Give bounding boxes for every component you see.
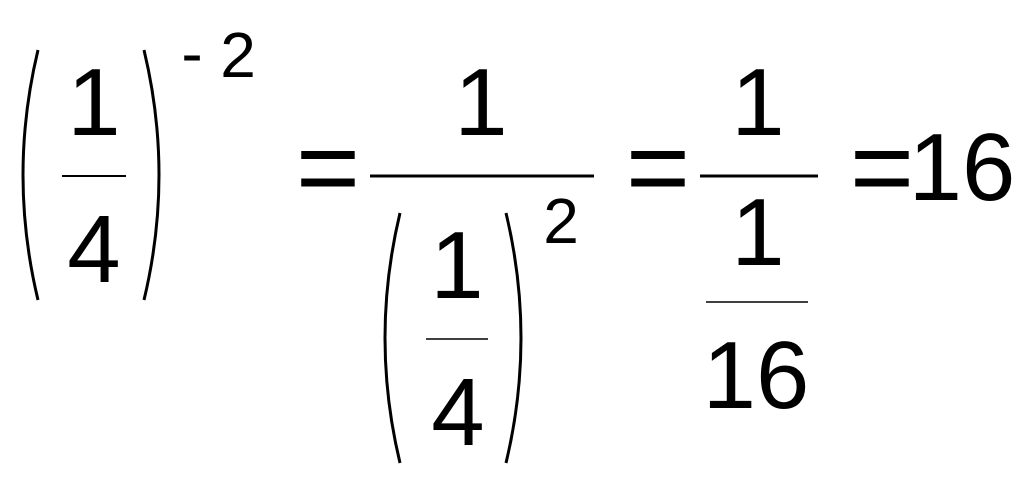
term3-inner-denominator: 16	[703, 322, 810, 429]
term3-inner-numerator: 1	[731, 179, 784, 286]
term1-exponent: 2	[220, 19, 256, 91]
term-2: 1 1 4 2	[370, 49, 594, 466]
term-1: 1 4 - 2	[21, 17, 256, 303]
equals-sign-1: =	[296, 106, 360, 229]
term2-exponent: 2	[543, 185, 579, 257]
term1-numerator: 1	[67, 49, 120, 156]
term-3: 1 1 16	[700, 49, 818, 429]
result-value: 16	[909, 114, 1016, 221]
right-paren	[142, 49, 161, 301]
term1-exponent-sign: -	[181, 17, 202, 89]
term2-right-paren	[504, 212, 523, 464]
term2-left-paren	[383, 212, 402, 464]
left-paren	[21, 49, 40, 301]
term1-denominator: 4	[67, 196, 120, 303]
equals-sign-3: =	[850, 106, 914, 229]
term3-numerator: 1	[731, 49, 784, 156]
equals-sign-2: =	[626, 106, 690, 229]
term2-inner-denominator: 4	[431, 359, 484, 466]
term2-inner-numerator: 1	[430, 212, 483, 319]
term2-numerator: 1	[454, 49, 507, 156]
